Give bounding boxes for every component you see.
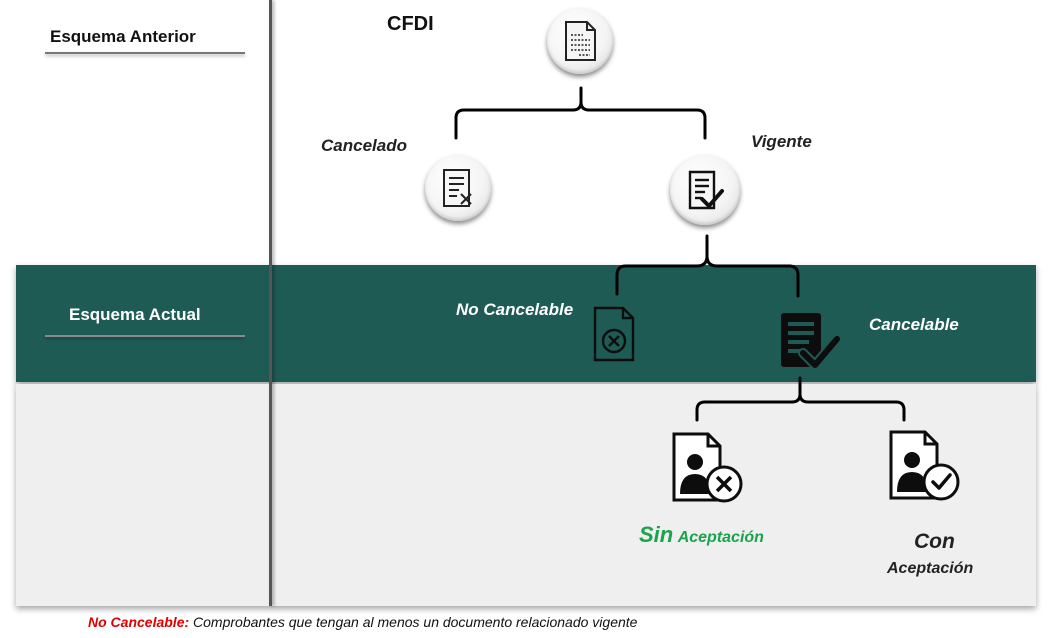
connector-sin xyxy=(695,376,802,422)
connector-cancelable xyxy=(705,254,800,298)
esquema-actual-label: Esquema Actual xyxy=(69,305,201,324)
document-approved-icon xyxy=(781,313,841,370)
no-cancelable-label: No Cancelable xyxy=(456,300,574,319)
connector-cancelado xyxy=(454,86,583,140)
esquema-actual-underline xyxy=(45,335,245,337)
sin-aceptacion-label: Sin Aceptación xyxy=(639,522,764,548)
document-icon xyxy=(565,21,596,61)
document-check-icon xyxy=(688,170,724,210)
cancelado-node xyxy=(425,155,491,221)
sin-word: Sin xyxy=(639,522,674,547)
connector-no-cancelable xyxy=(615,234,709,296)
con-word: Con xyxy=(914,530,955,553)
esquema-anterior-underline xyxy=(45,52,245,54)
document-cancel-icon xyxy=(443,169,472,207)
connector-con xyxy=(798,392,906,422)
document-blocked-icon xyxy=(593,306,635,362)
footnote-term: No Cancelable: xyxy=(88,614,190,630)
esquema-anterior-label: Esquema Anterior xyxy=(50,27,196,46)
vigente-label: Vigente xyxy=(751,132,812,151)
cfdi-label: CFDI xyxy=(387,13,434,35)
con-aceptacion-word: Aceptación xyxy=(887,560,974,577)
sin-aceptacion-word: Aceptación xyxy=(677,529,764,546)
cfdi-node xyxy=(547,8,613,74)
footnote: No Cancelable: Comprobantes que tengan a… xyxy=(88,614,637,630)
cancelable-label: Cancelable xyxy=(869,315,959,334)
connector-vigente xyxy=(579,100,707,140)
vertical-divider xyxy=(269,0,272,606)
esquema-actual-band xyxy=(16,265,1036,382)
cancelado-label: Cancelado xyxy=(321,136,407,155)
vigente-node xyxy=(670,155,740,225)
user-document-accept-icon xyxy=(889,430,960,501)
aceptacion-band xyxy=(16,384,1036,606)
user-document-reject-icon xyxy=(672,432,743,503)
footnote-text: Comprobantes que tengan al menos un docu… xyxy=(193,614,638,630)
